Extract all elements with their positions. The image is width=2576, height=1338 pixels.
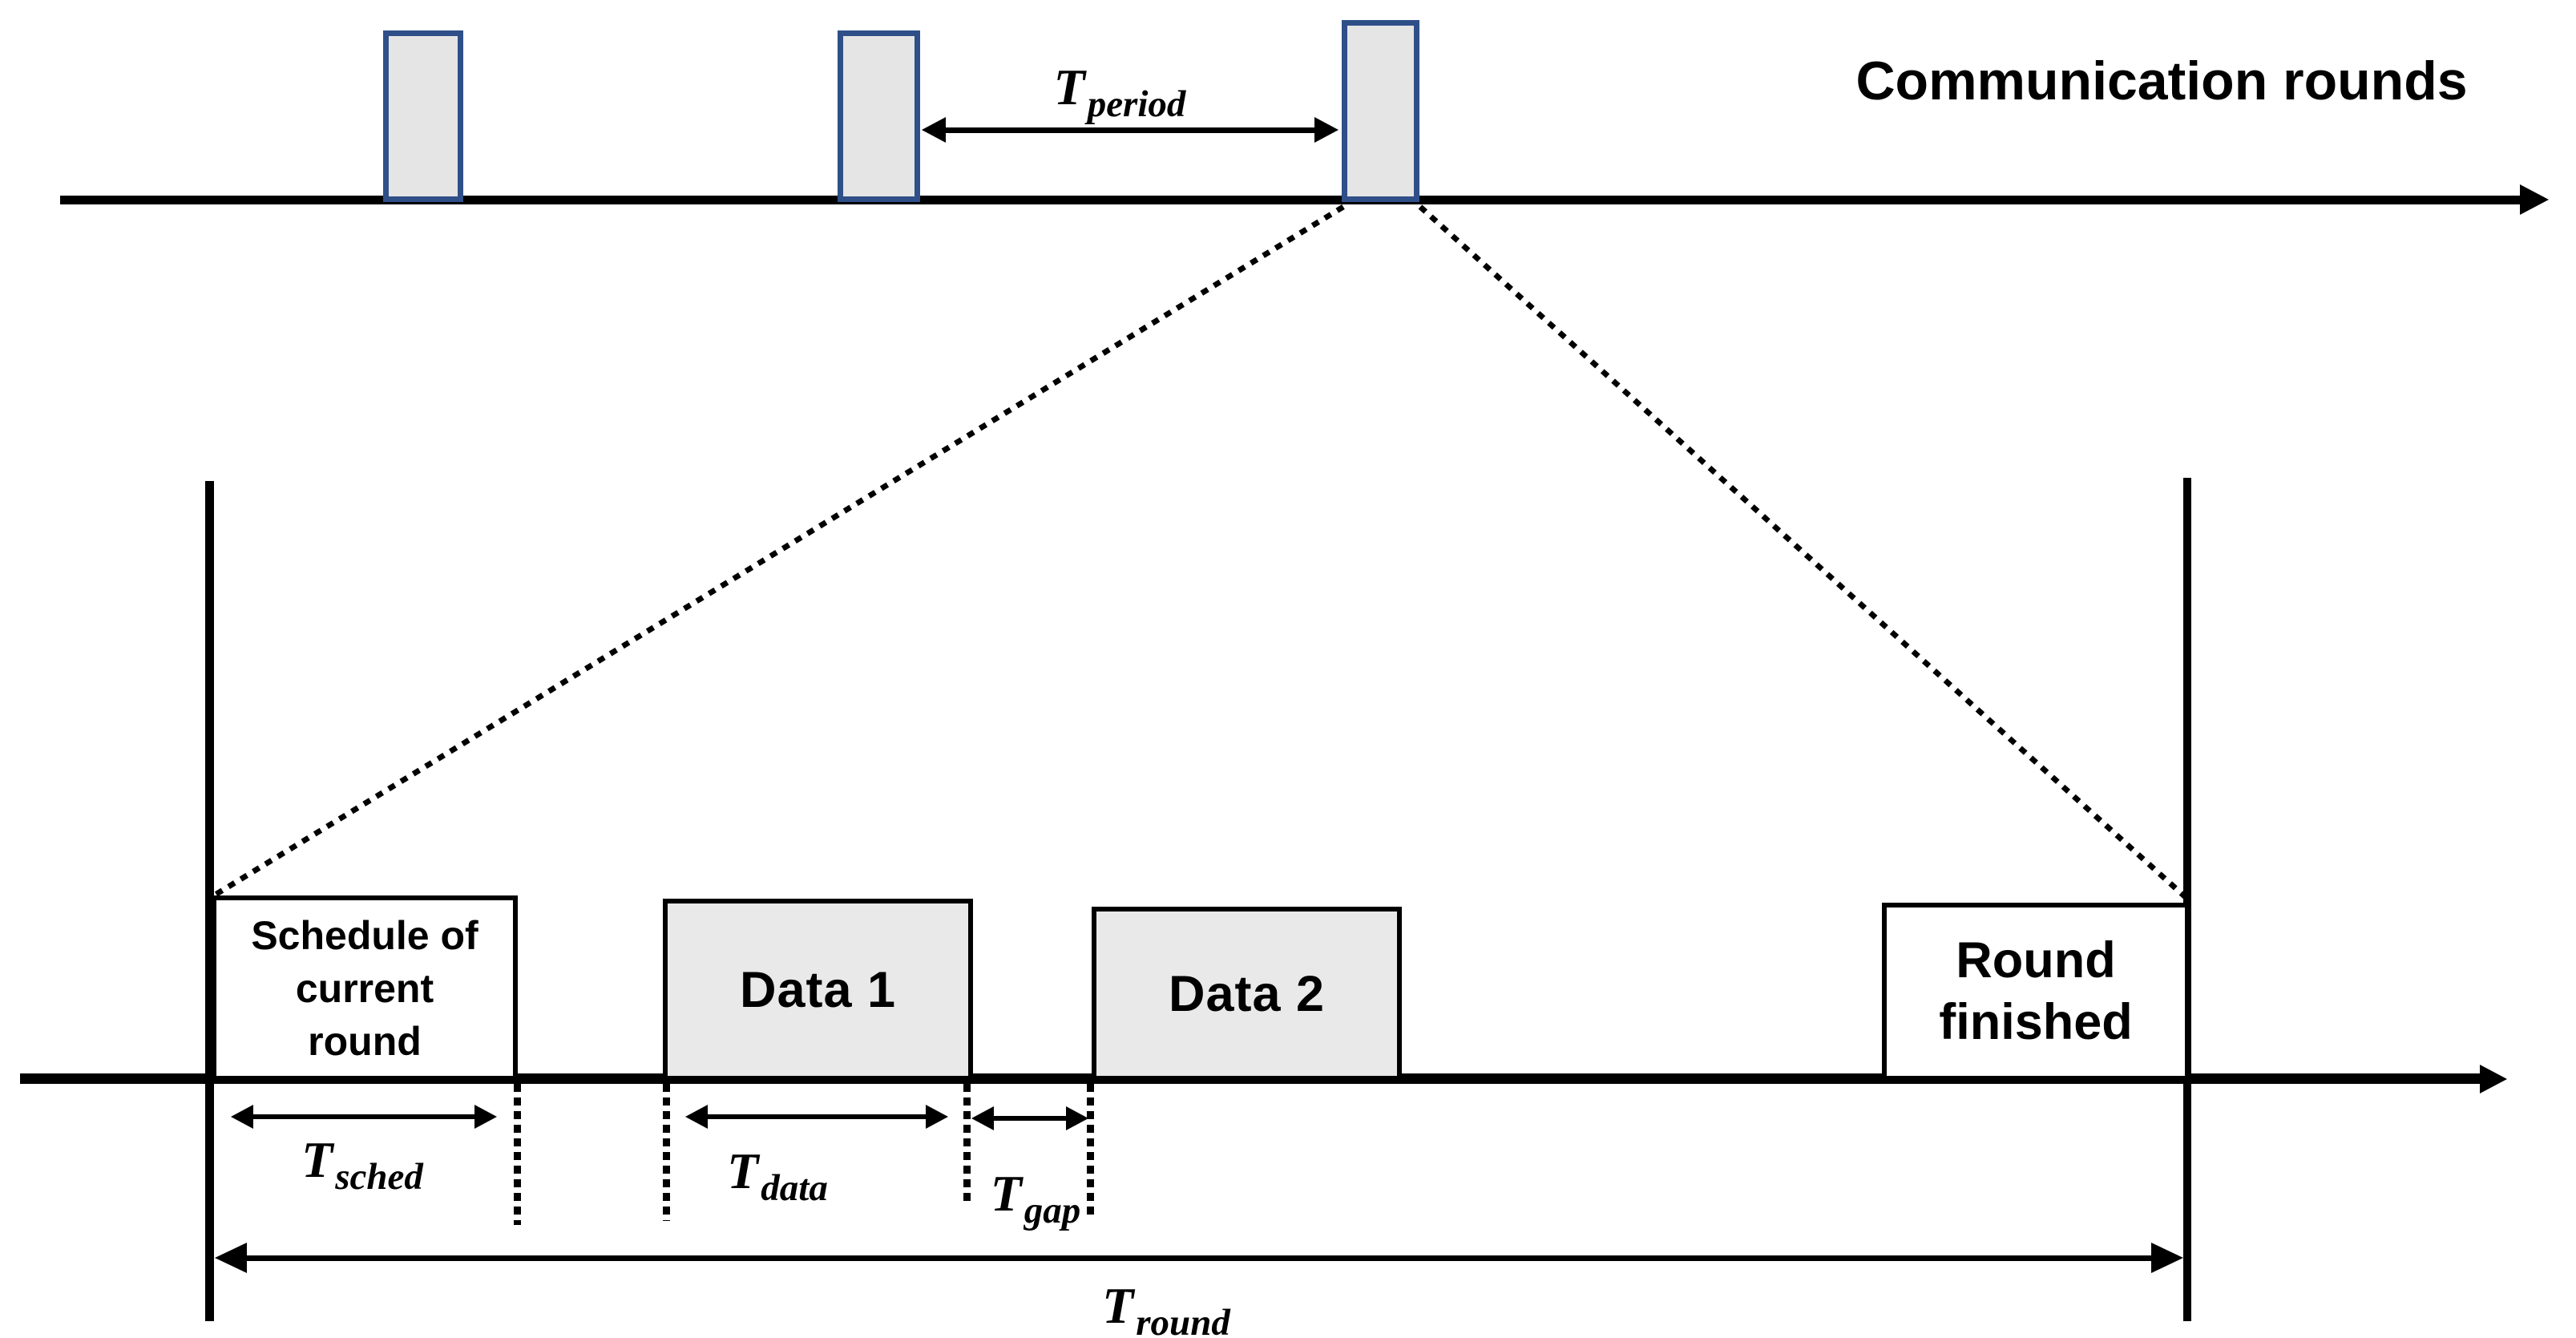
communication-round-pulse-3 [1342,20,1419,202]
data2-box-label: Data 2 [1168,965,1326,1022]
schedule-box-line2: current [295,965,434,1011]
top-timeline-arrowhead-icon [2520,184,2549,215]
data2-box: Data 2 [1092,907,1402,1081]
t-gap-label: Tgap [990,1164,1081,1231]
schedule-box-line3: round [308,1018,422,1064]
t-data-subscript: data [761,1167,828,1209]
data1-box: Data 1 [663,899,973,1081]
dotted-guide-schedule-end [514,1084,521,1225]
t-data-arrow [703,1114,931,1119]
t-gap-arrowhead-right-icon [1066,1106,1088,1130]
t-round-label: Tround [1102,1276,1230,1338]
round-timeline-arrowhead-icon [2480,1065,2507,1093]
projection-dotted-line-right [1418,204,2190,902]
t-gap-arrowhead-left-icon [971,1106,994,1130]
t-sched-label: Tsched [301,1130,423,1198]
t-round-arrow [240,1255,2158,1261]
t-period-label: Tperiod [1053,58,1186,125]
t-period-arrowhead-left-icon [922,117,946,143]
t-sched-base: T [301,1131,333,1188]
t-data-label: Tdata [727,1142,828,1209]
schedule-box-text: Schedule of current round [251,909,478,1068]
round-end-boundary-line [2183,478,2191,1321]
t-period-subscript: period [1087,83,1186,125]
t-gap-subscript: gap [1024,1190,1081,1231]
projection-dotted-line-left [212,204,1345,898]
round-start-boundary-line [205,481,214,1321]
t-gap-arrow [989,1116,1071,1121]
round-finished-line2: finished [1939,994,2133,1050]
t-period-arrow [939,127,1321,133]
t-sched-arrow [248,1114,479,1119]
t-round-arrowhead-right-icon [2151,1243,2183,1273]
schedule-box: Schedule of current round [212,895,518,1081]
t-data-base: T [727,1142,759,1199]
top-timeline [60,196,2521,204]
schedule-box-line1: Schedule of [251,912,478,958]
t-sched-arrowhead-right-icon [474,1105,497,1129]
communication-round-pulse-2 [838,30,920,202]
communication-round-pulse-1 [383,30,463,202]
t-gap-base: T [990,1165,1022,1222]
round-finished-box: Round finished [1882,903,2190,1081]
t-sched-arrowhead-left-icon [231,1105,253,1129]
data1-box-label: Data 1 [739,961,897,1018]
round-finished-line1: Round [1956,932,2116,989]
t-data-arrowhead-right-icon [926,1105,948,1129]
t-round-subscript: round [1136,1302,1230,1338]
dotted-guide-data2-start [1087,1084,1094,1219]
diagram-title: Communication rounds [1855,51,2468,111]
dotted-guide-data1-end [963,1084,971,1201]
round-finished-box-text: Round finished [1939,930,2133,1053]
t-round-arrowhead-left-icon [215,1243,247,1273]
dotted-guide-data1-start [663,1084,670,1221]
t-data-arrowhead-left-icon [685,1105,708,1129]
t-period-arrowhead-right-icon [1314,117,1338,143]
t-period-base: T [1053,59,1085,115]
t-sched-subscript: sched [335,1156,423,1198]
t-round-base: T [1102,1277,1134,1334]
